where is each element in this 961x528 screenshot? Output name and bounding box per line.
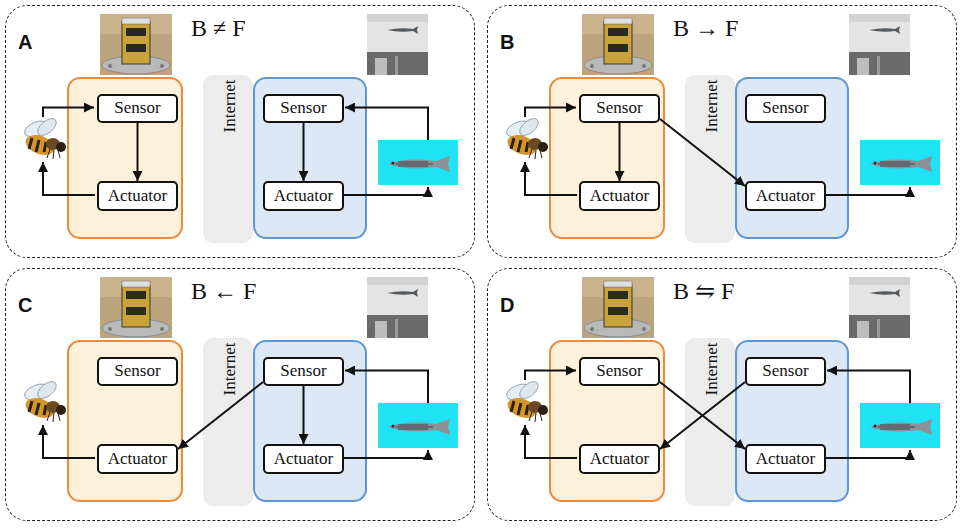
panel-letter: B — [500, 32, 514, 52]
panel-letter: D — [500, 295, 514, 315]
panel-formula: B ⇋ F — [673, 279, 734, 303]
panel-formula: B ≠ F — [191, 16, 246, 40]
box-label: Actuator — [108, 187, 167, 206]
box-label: Sensor — [280, 99, 326, 118]
actuator-box: Actuator — [97, 181, 178, 211]
sensor-box: Sensor — [579, 94, 660, 123]
box-label: Sensor — [762, 362, 808, 381]
internet-band: Internet — [686, 76, 736, 244]
box-label: Actuator — [108, 450, 167, 469]
sensor-box: Sensor — [579, 357, 660, 386]
actuator-box: Actuator — [745, 181, 826, 211]
panel-frame: A B ≠ F SensorActuator Internet SensorActuat… — [5, 5, 475, 258]
signal-arrow — [137, 123, 139, 181]
box-label: Sensor — [762, 99, 808, 118]
panel-formula: B → F — [673, 16, 738, 40]
sensor-box: Sensor — [745, 94, 826, 123]
sensor-box: Sensor — [97, 94, 178, 123]
box-label: Sensor — [280, 362, 326, 381]
box-label: Actuator — [590, 450, 649, 469]
panel-formula: B ← F — [191, 279, 256, 303]
panel-art — [504, 14, 940, 243]
box-label: Actuator — [274, 450, 333, 469]
box-label: Actuator — [590, 187, 649, 206]
box-label: Actuator — [274, 187, 333, 206]
internet-band: Internet — [204, 339, 254, 507]
signal-arrow — [303, 386, 305, 444]
panel-letter: C — [18, 295, 32, 315]
actuator-box: Actuator — [579, 444, 660, 474]
panel-frame: C B ← F SensorActuator Internet SensorActuat… — [5, 268, 475, 521]
sensor-box: Sensor — [97, 357, 178, 386]
panel-art — [504, 277, 940, 506]
band-label: Internet — [703, 79, 720, 132]
internet-band: Internet — [686, 339, 736, 507]
actuator-box: Actuator — [745, 444, 826, 474]
panel-art — [22, 14, 458, 243]
panel-frame: D B ⇋ F SensorActuator Internet SensorActuat… — [487, 268, 957, 521]
box-label: Sensor — [114, 362, 160, 381]
box-label: Sensor — [596, 362, 642, 381]
box-label: Sensor — [114, 99, 160, 118]
panel-art — [22, 277, 458, 506]
signal-arrow — [619, 123, 621, 181]
sensor-box: Sensor — [745, 357, 826, 386]
internet-band: Internet — [204, 76, 254, 244]
signal-arrow — [303, 123, 305, 181]
panel-frame: B B → F SensorActuator Internet SensorActuat… — [487, 5, 957, 258]
actuator-box: Actuator — [263, 181, 344, 211]
box-label: Actuator — [756, 187, 815, 206]
band-label: Internet — [221, 79, 238, 132]
sensor-box: Sensor — [263, 357, 344, 386]
panel-letter: A — [18, 32, 32, 52]
actuator-box: Actuator — [579, 181, 660, 211]
actuator-box: Actuator — [97, 444, 178, 474]
box-label: Sensor — [596, 99, 642, 118]
band-label: Internet — [703, 342, 720, 395]
actuator-box: Actuator — [263, 444, 344, 474]
sensor-box: Sensor — [263, 94, 344, 123]
band-label: Internet — [221, 342, 238, 395]
box-label: Actuator — [756, 450, 815, 469]
